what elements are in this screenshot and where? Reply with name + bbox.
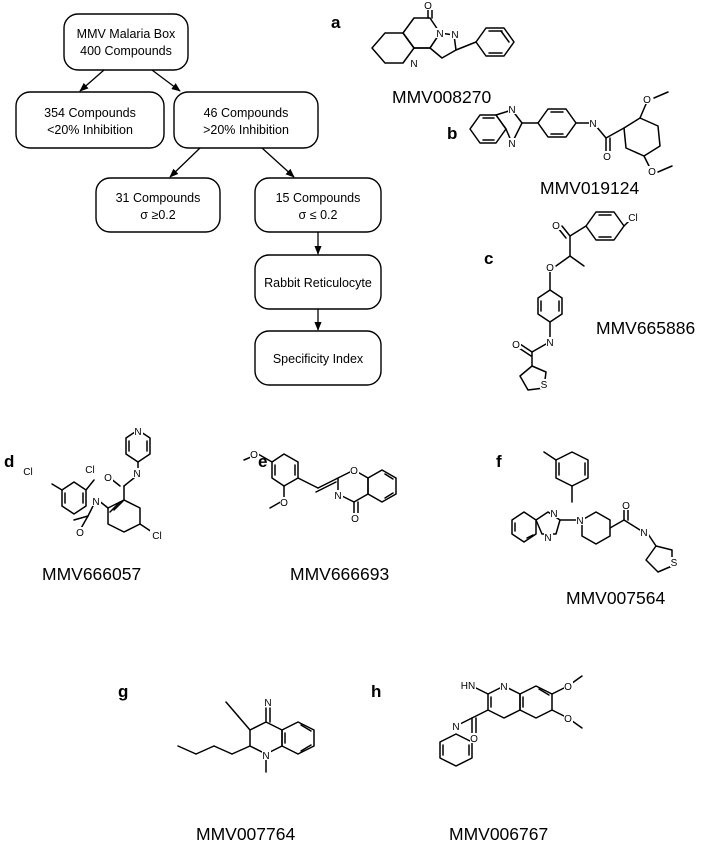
atom-d-cl3: Cl [152,531,161,542]
atom-g-n: N [262,751,269,762]
panel-h: h HN N O N [371,675,583,844]
box-low-line2: <20% Inhibition [47,123,133,137]
atom-c-o3: O [512,340,520,351]
atom-h-n2: N [452,722,459,733]
box-root-line2: 400 Compounds [80,44,172,58]
box-reticulocyte-label: Rabbit Reticulocyte [264,276,372,290]
box-low [15,91,165,149]
structure-e: O O O N O [243,449,397,525]
panel-g: g N N MMV007764 [118,682,315,844]
atom-d-n3: N [134,427,141,438]
box-sigma-high-line2: σ ≥0.2 [140,208,175,222]
box-root [63,13,189,71]
panel-d-letter: d [4,452,14,471]
atom-d-o2: O [76,528,84,539]
atom-b-o1: O [603,152,611,163]
atom-c-n: N [546,338,553,349]
atom-e-n: N [334,491,341,502]
compound-id-g: MMV007764 [196,824,295,844]
box-specificity [254,330,382,386]
structure-b: N N N O O O [469,91,673,178]
atom-h-hn: HN [461,681,475,692]
atom-e-o4: O [351,514,359,525]
structure-d: Cl Cl N N O O N Cl [22,426,164,542]
atom-f-o: O [622,501,630,512]
box-sigma-high-line1: 31 Compounds [116,191,201,205]
arrow-high-sigma-low [261,147,295,178]
atom-h-o2: O [564,682,572,693]
arrow-high-sigma-high [169,147,201,178]
flowchart: MMV Malaria Box 400 Compounds 354 Compou… [15,13,382,386]
atom-b-o3: O [648,167,656,178]
atom-d-cl1: Cl [23,467,32,478]
atom-a-o: O [424,1,432,12]
panel-a-letter: a [331,13,341,32]
panel-h-letter: h [371,682,381,701]
compound-id-c: MMV665886 [596,318,695,338]
atom-a-n3: N [410,59,417,70]
panel-f: f N N N O N [496,451,679,608]
panel-c-letter: c [484,249,493,268]
panel-a: a O N N N MMV008270 [331,0,515,107]
panel-b: b N N N O O [447,91,673,198]
box-root-line1: MMV Malaria Box [77,27,176,41]
box-high [173,91,319,149]
box-low-line1: 354 Compounds [44,106,136,120]
atom-e-o3: O [350,466,358,477]
atom-f-n1: N [550,509,557,520]
structure-a: O N N N [371,0,515,70]
compound-id-e: MMV666693 [290,564,389,584]
atom-b-n2: N [508,139,515,150]
atom-d-o1: O [104,473,112,484]
box-high-line2: >20% Inhibition [203,123,289,137]
compound-id-h: MMV006767 [449,824,548,844]
atom-e-o2: O [280,498,288,509]
atom-f-n2: N [544,533,551,544]
atom-a-n1: N [436,29,443,40]
arrow-root-low [79,69,105,92]
structure-c: O Cl O N O S [512,211,640,391]
atom-f-n4: N [640,528,647,539]
panel-c: c O Cl O [484,211,695,391]
atom-f-s: S [671,558,678,569]
atom-h-o1: O [470,734,478,745]
box-sigma-low-line1: 15 Compounds [276,191,361,205]
box-high-line1: 46 Compounds [204,106,289,120]
panel-e-letter: e [258,452,267,471]
atom-a-n2: N [451,30,458,41]
atom-b-n3: N [589,119,596,130]
atom-c-cl: Cl [628,213,637,224]
panel-e: e O O O N O [243,449,397,584]
box-sigma-low [254,177,382,233]
atom-d-cl2: Cl [85,465,94,476]
atom-b-o2: O [643,95,651,106]
structure-g: N N [177,697,315,773]
atom-c-s: S [541,380,548,391]
atom-h-n1: N [500,682,507,693]
atom-d-n2: N [92,497,99,508]
compound-id-b: MMV019124 [540,178,639,198]
atom-c-o1: O [552,221,560,232]
compound-id-d: MMV666057 [42,564,141,584]
atom-f-n3: N [576,516,583,527]
structure-h: HN N O N O O [439,675,583,767]
compound-id-a: MMV008270 [392,87,491,107]
arrow-root-high [151,69,181,92]
box-sigma-low-line2: σ ≤ 0.2 [299,208,338,222]
panel-f-letter: f [496,452,502,471]
compound-id-f: MMV007564 [566,588,665,608]
atom-e-o1: O [250,450,258,461]
box-specificity-label: Specificity Index [273,352,364,366]
atom-h-o3: O [564,714,572,725]
atom-g-nh: N [264,698,271,709]
box-sigma-high [95,177,221,233]
panel-g-letter: g [118,682,128,701]
atom-c-o2: O [546,263,554,274]
structure-f: N N N O N S [511,451,679,573]
atom-b-n1: N [508,105,515,116]
atom-d-n1: N [133,469,140,480]
panel-b-letter: b [447,124,457,143]
panel-d: d Cl Cl N [4,426,164,584]
